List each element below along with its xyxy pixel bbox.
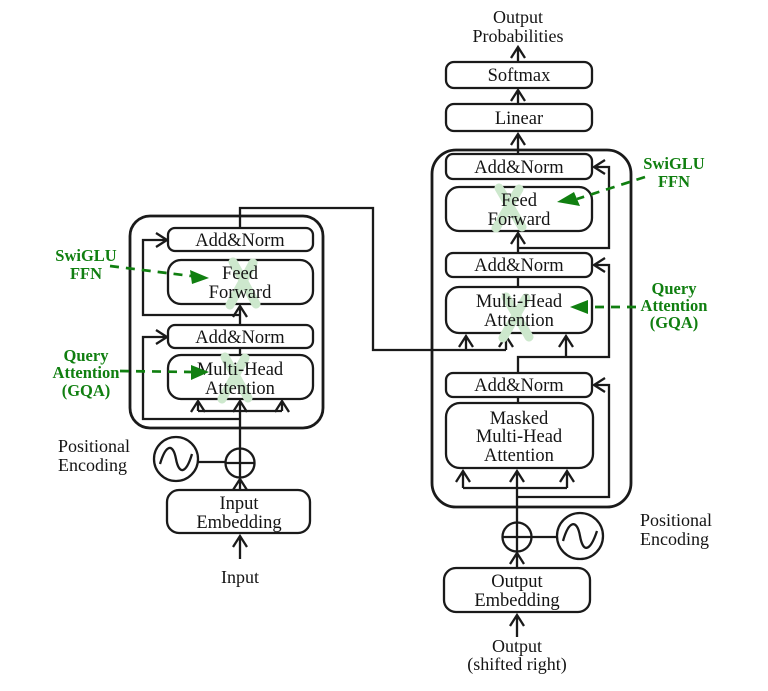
decoder-addnorm-top-box bbox=[444, 152, 594, 181]
input-embedding-box bbox=[165, 488, 312, 535]
gqa-left-label: (GQA) bbox=[62, 381, 111, 400]
encoder-addnorm-bottom-box bbox=[166, 323, 315, 350]
arrow-kv-left bbox=[458, 333, 474, 350]
sine-wave-icon bbox=[158, 446, 194, 472]
swiglu-right-arrowhead-icon bbox=[557, 192, 580, 206]
output-embedding-label: Output bbox=[491, 572, 543, 592]
encoder-attention-label: Attention bbox=[205, 379, 275, 399]
gqa-right-arrowhead-icon bbox=[570, 300, 588, 314]
gqa-right-label: (GQA) bbox=[650, 313, 699, 332]
green-annotations: SwiGLU FFN Query Attention (GQA) SwiGLU … bbox=[53, 154, 708, 400]
arrow-softmax-to-output bbox=[510, 44, 526, 61]
labels: Output Probabilities Softmax Linear Add&… bbox=[58, 7, 712, 675]
decoder-addnorm-top-label: Add&Norm bbox=[474, 158, 564, 178]
linear-box bbox=[444, 102, 594, 133]
output-label: (shifted right) bbox=[467, 654, 566, 675]
residual-feedforward-decoder bbox=[517, 159, 611, 250]
swiglu-left-arrowhead-icon bbox=[190, 270, 209, 284]
arrow-addnorm-to-feedforward-decoder bbox=[510, 230, 526, 253]
input-embedding-label: Embedding bbox=[196, 513, 281, 533]
gqa-left-dashed-arrow bbox=[119, 369, 192, 374]
input-embedding-label: Input bbox=[219, 494, 259, 514]
swiglu-left-dashed-arrow bbox=[109, 264, 192, 278]
arrow-masked-right bbox=[559, 468, 575, 488]
watermarks bbox=[217, 183, 534, 404]
output-probabilities-label: Output bbox=[493, 7, 543, 27]
masked-attention-box bbox=[444, 401, 595, 470]
query-path-and-residual-attention-decoder bbox=[516, 257, 611, 373]
gqa-right-label: Query bbox=[652, 279, 698, 298]
output-embedding-label: Embedding bbox=[474, 591, 559, 611]
swiglu-ffn-right-label: SwiGLU bbox=[643, 154, 705, 173]
gqa-left-label: Attention bbox=[53, 363, 120, 382]
arrow-encoder-attn-left bbox=[190, 398, 206, 413]
masked-attention-label: Attention bbox=[484, 446, 554, 466]
encoder-addnorm-bottom-label: Add&Norm bbox=[195, 328, 285, 348]
wires bbox=[141, 44, 611, 637]
output-label: Output bbox=[492, 636, 542, 656]
encoder-feedforward-label: Forward bbox=[209, 283, 272, 303]
encoder-to-decoder-wire bbox=[238, 206, 506, 352]
swiglu-right-dashed-arrow bbox=[576, 175, 646, 201]
masked-attention-label: Masked bbox=[490, 409, 549, 429]
arrow-encoder-attn-right bbox=[274, 398, 290, 413]
plus-icon bbox=[503, 523, 531, 551]
residual-masked-attention bbox=[517, 377, 611, 499]
encoder-addnorm-top-label: Add&Norm bbox=[195, 231, 285, 251]
gqa-right-label: Attention bbox=[641, 296, 708, 315]
swiglu-ffn-right-label: FFN bbox=[658, 172, 690, 191]
swiglu-ffn-left-label: FFN bbox=[70, 264, 102, 283]
nodes bbox=[152, 60, 605, 614]
arrow-input bbox=[232, 533, 248, 559]
decoder-addnorm-mid-label: Add&Norm bbox=[474, 256, 564, 276]
arrow-encoder-attn-mid bbox=[232, 398, 248, 413]
encoder-attention-label: Multi-Head bbox=[197, 360, 284, 380]
softmax-label: Softmax bbox=[488, 66, 551, 86]
arrow-masked-left bbox=[455, 468, 471, 488]
gqa-left-label: Query bbox=[64, 346, 110, 365]
strikethrough-x-watermark bbox=[217, 352, 253, 404]
decoder-feedforward-label: Forward bbox=[488, 210, 551, 230]
input-label: Input bbox=[221, 567, 259, 587]
positional-encoding-right-label: Positional bbox=[640, 510, 712, 530]
strikethrough-x-watermark bbox=[498, 292, 534, 343]
arrow-output bbox=[509, 612, 525, 637]
swiglu-ffn-left-label: SwiGLU bbox=[55, 246, 117, 265]
decoder-addnorm-bottom-box bbox=[444, 371, 594, 399]
strikethrough-x-watermark bbox=[491, 183, 527, 233]
masked-attention-label: Multi-Head bbox=[476, 427, 563, 447]
arrow-linear-to-softmax bbox=[510, 87, 526, 104]
decoder-feedforward-label: Feed bbox=[501, 191, 538, 211]
encoder-feedforward-label: Feed bbox=[222, 264, 259, 284]
gqa-left-arrowhead-icon bbox=[191, 365, 209, 380]
arrow-query-into-attention bbox=[558, 333, 574, 357]
sine-wave-icon bbox=[561, 523, 599, 549]
decoder-addnorm-mid-box bbox=[444, 251, 594, 279]
positional-encoding-left-label: Encoding bbox=[58, 455, 127, 475]
encoder-addnorm-top-box bbox=[166, 226, 315, 253]
decoder-attention-label: Multi-Head bbox=[476, 292, 563, 312]
strikethrough-x-watermark bbox=[225, 257, 261, 310]
softmax-box bbox=[444, 60, 594, 90]
arrow-masked-mid bbox=[509, 468, 525, 488]
decoder-addnorm-bottom-label: Add&Norm bbox=[474, 376, 564, 396]
arrow-embedding-to-plus-right bbox=[509, 550, 525, 568]
arrow-decoder-to-linear bbox=[510, 131, 526, 154]
output-embedding-box bbox=[442, 566, 592, 614]
plus-icon bbox=[226, 449, 254, 477]
output-probabilities-label: Probabilities bbox=[473, 26, 564, 46]
decoder-attention-label: Attention bbox=[484, 311, 554, 331]
positional-encoding-right-label: Encoding bbox=[640, 529, 709, 549]
masked-attention-input-bus bbox=[463, 486, 567, 522]
positional-encoding-left-label: Positional bbox=[58, 436, 130, 456]
linear-label: Linear bbox=[495, 109, 543, 129]
arrow-embedding-to-plus-left bbox=[232, 476, 248, 491]
